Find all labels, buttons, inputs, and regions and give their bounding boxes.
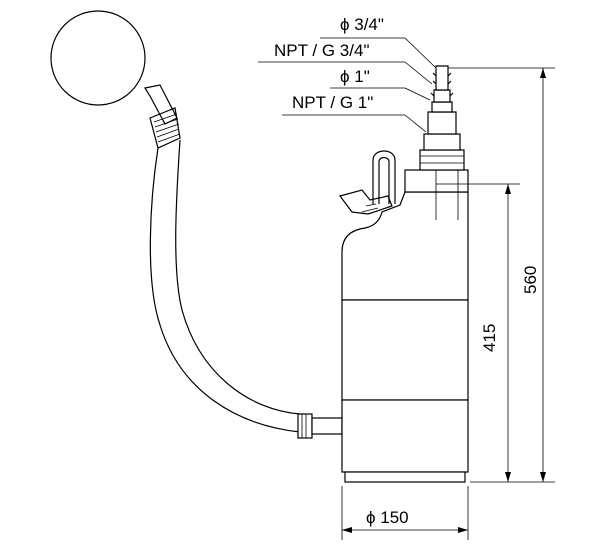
top-handle-loop (372, 150, 396, 204)
label-thread-3-4: NPT / G 3/4" (274, 41, 369, 60)
power-cable (149, 139, 343, 439)
dimension-560-label: 560 (521, 266, 540, 294)
pump-base (344, 471, 466, 483)
cable-gland (297, 413, 313, 439)
float-stem (144, 84, 178, 125)
dimension-415: 415 (436, 183, 520, 482)
pump-top-deck (404, 169, 469, 193)
dimension-150-label: ϕ 150 (366, 508, 409, 527)
label-leaders (258, 37, 437, 133)
pump-handle (338, 189, 393, 215)
pump-middle-band (341, 299, 469, 401)
label-diameter-3-4: ϕ 3/4" (340, 15, 384, 34)
float-switch (50, 10, 181, 149)
cable-sleeve (149, 107, 181, 149)
pump-body (338, 169, 469, 483)
dimension-150: ϕ 150 (341, 486, 469, 540)
float-ball (50, 10, 146, 106)
label-diameter-1: ϕ 1" (340, 67, 370, 86)
pump-lower-housing (341, 399, 469, 473)
outlet-connector (419, 65, 465, 171)
label-thread-1: NPT / G 1" (292, 93, 373, 112)
dimension-560: 560 (448, 67, 555, 483)
dimension-415-label: 415 (480, 324, 499, 352)
pump-upper-housing (341, 191, 469, 301)
